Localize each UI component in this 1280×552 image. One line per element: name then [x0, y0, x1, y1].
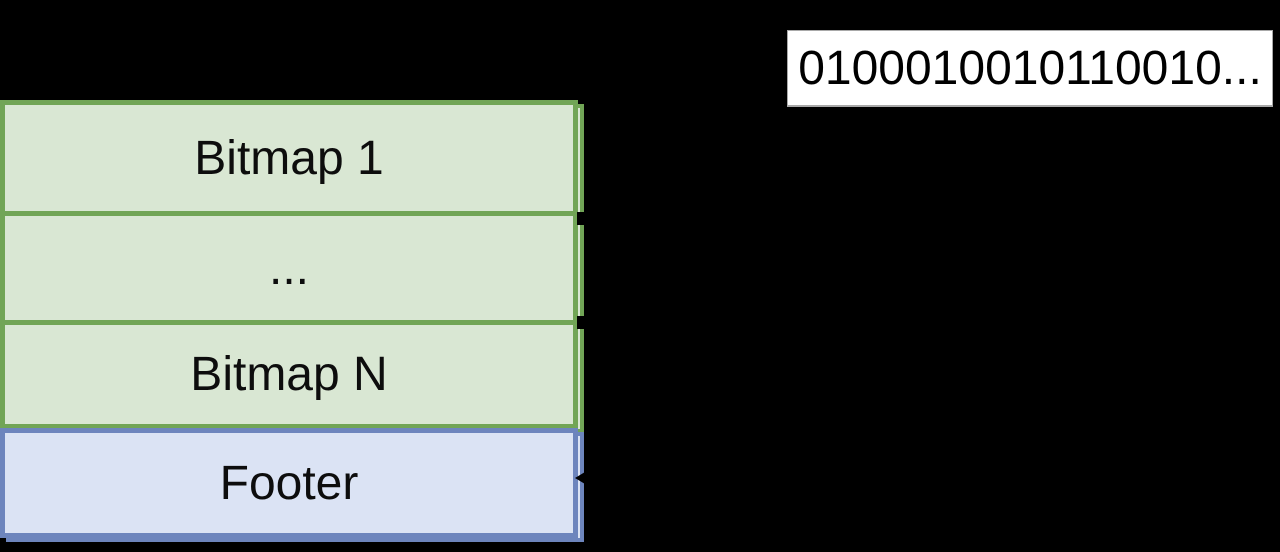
- bitmap-n-label: Bitmap N: [190, 348, 388, 401]
- bitmap-1-box: Bitmap 1: [0, 100, 578, 216]
- divider-1-arrow-mark: [577, 212, 586, 225]
- divider-2-arrow-mark: [577, 316, 586, 329]
- ellipsis-label: ...: [268, 241, 309, 295]
- bitmap-1-label: Bitmap 1: [194, 131, 384, 185]
- bitmap-n-box: Bitmap N: [0, 320, 578, 429]
- footer-label: Footer: [219, 456, 359, 510]
- binary-string-text: 0100010010110010...: [798, 41, 1262, 95]
- footer-box: Footer: [0, 428, 578, 538]
- binary-string-box: 0100010010110010...: [787, 30, 1273, 107]
- ellipsis-box: ...: [0, 211, 578, 325]
- footer-arrowhead-icon: [575, 472, 585, 484]
